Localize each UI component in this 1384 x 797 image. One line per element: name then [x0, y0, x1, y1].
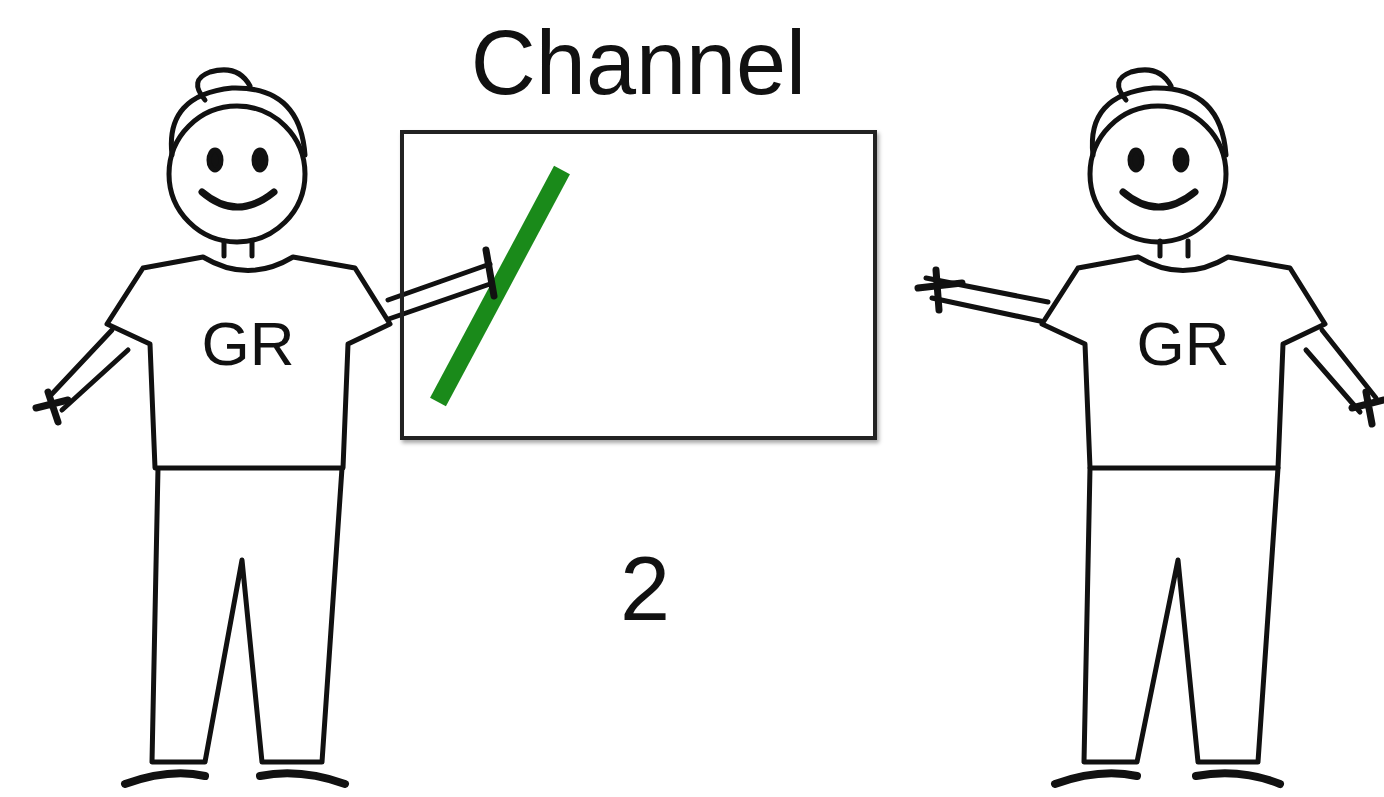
hair-curl — [198, 70, 250, 100]
smile — [202, 192, 274, 207]
hand — [1352, 392, 1384, 424]
shirt-node: GR — [1038, 252, 1328, 472]
hand — [36, 392, 68, 422]
arm — [380, 264, 490, 322]
hair — [171, 88, 305, 155]
shirt-text: GR — [918, 310, 1384, 378]
head — [169, 106, 305, 242]
pants — [152, 468, 342, 762]
hair-curl — [1119, 70, 1171, 100]
feet — [125, 773, 345, 784]
shirt-text: GR — [0, 310, 513, 378]
eye — [1130, 150, 1142, 170]
green-slash — [438, 170, 562, 402]
feet — [1055, 773, 1280, 784]
hair — [1092, 88, 1226, 155]
eye — [209, 150, 221, 170]
neck — [1160, 241, 1188, 256]
pants — [1084, 468, 1278, 762]
left-stick-figure — [36, 70, 494, 784]
channel-heading: Channel — [284, 14, 993, 113]
callout-number: 2 — [545, 540, 745, 639]
eye — [254, 150, 266, 170]
hand — [918, 270, 962, 310]
smile — [1123, 192, 1195, 207]
shirt-node: GR — [103, 252, 393, 472]
channel-box: Channel — [400, 130, 877, 440]
eye — [1175, 150, 1187, 170]
head — [1090, 106, 1226, 242]
hand — [486, 250, 494, 296]
neck — [224, 241, 252, 256]
right-stick-figure — [918, 70, 1384, 784]
